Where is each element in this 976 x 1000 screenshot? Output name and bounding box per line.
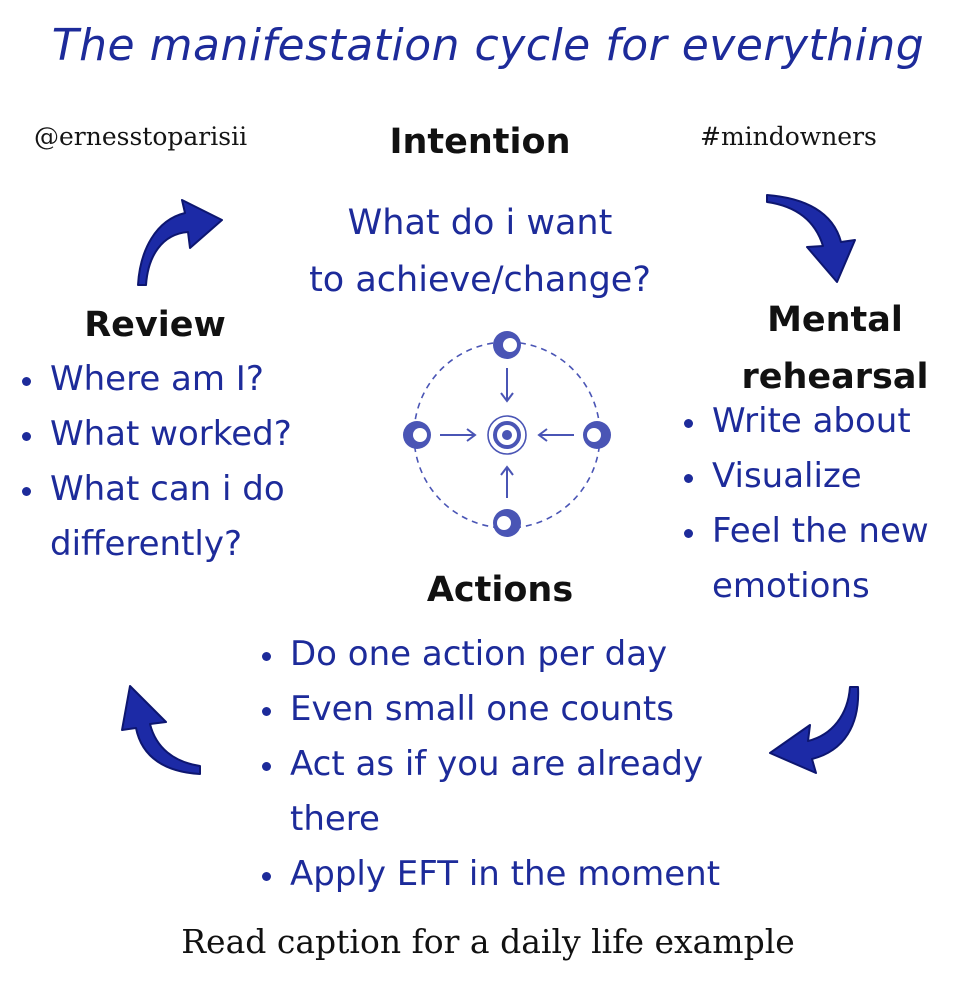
mental-rehearsal-heading-line: rehearsal <box>741 357 929 397</box>
curved-arrow-icon <box>766 194 856 283</box>
mental-rehearsal-heading-line: Mental <box>767 300 903 340</box>
page-title: The manifestation cycle for everything <box>51 20 925 71</box>
intention-question-line: to achieve/change? <box>309 260 651 300</box>
intention-question: What do i want to achieve/change? <box>250 195 710 309</box>
list-item: Visualize <box>680 449 970 504</box>
list-item: Apply EFT in the moment <box>258 847 768 902</box>
actions-list: Do one action per day Even small one cou… <box>258 627 768 902</box>
intention-question-line: What do i want <box>347 203 613 243</box>
intention-heading: Intention <box>389 122 571 162</box>
hashtag: #mindowners <box>700 122 877 151</box>
mental-rehearsal-heading: Mental rehearsal <box>700 292 970 406</box>
list-item: What can i do differently? <box>18 462 328 572</box>
list-item: Act as if you are already there <box>258 737 768 847</box>
caption: Read caption for a daily life example <box>181 922 795 961</box>
list-item: Feel the new emotions <box>680 504 970 614</box>
author-handle: @ernesstoparisii <box>34 122 248 151</box>
list-item: Even small one counts <box>258 682 768 737</box>
list-item: Where am I? <box>18 352 328 407</box>
list-item: Write about <box>680 394 970 449</box>
actions-heading: Actions <box>426 570 574 610</box>
curved-arrow-icon <box>137 199 223 286</box>
review-list: Where am I? What worked? What can i do d… <box>18 352 328 572</box>
list-item: Do one action per day <box>258 627 768 682</box>
review-heading: Review <box>84 305 226 345</box>
list-item: What worked? <box>18 407 328 462</box>
converge-cycle-icon <box>403 331 611 537</box>
curved-arrow-icon <box>769 686 860 774</box>
curved-arrow-icon <box>121 685 201 775</box>
mental-rehearsal-list: Write about Visualize Feel the new emoti… <box>680 394 970 614</box>
